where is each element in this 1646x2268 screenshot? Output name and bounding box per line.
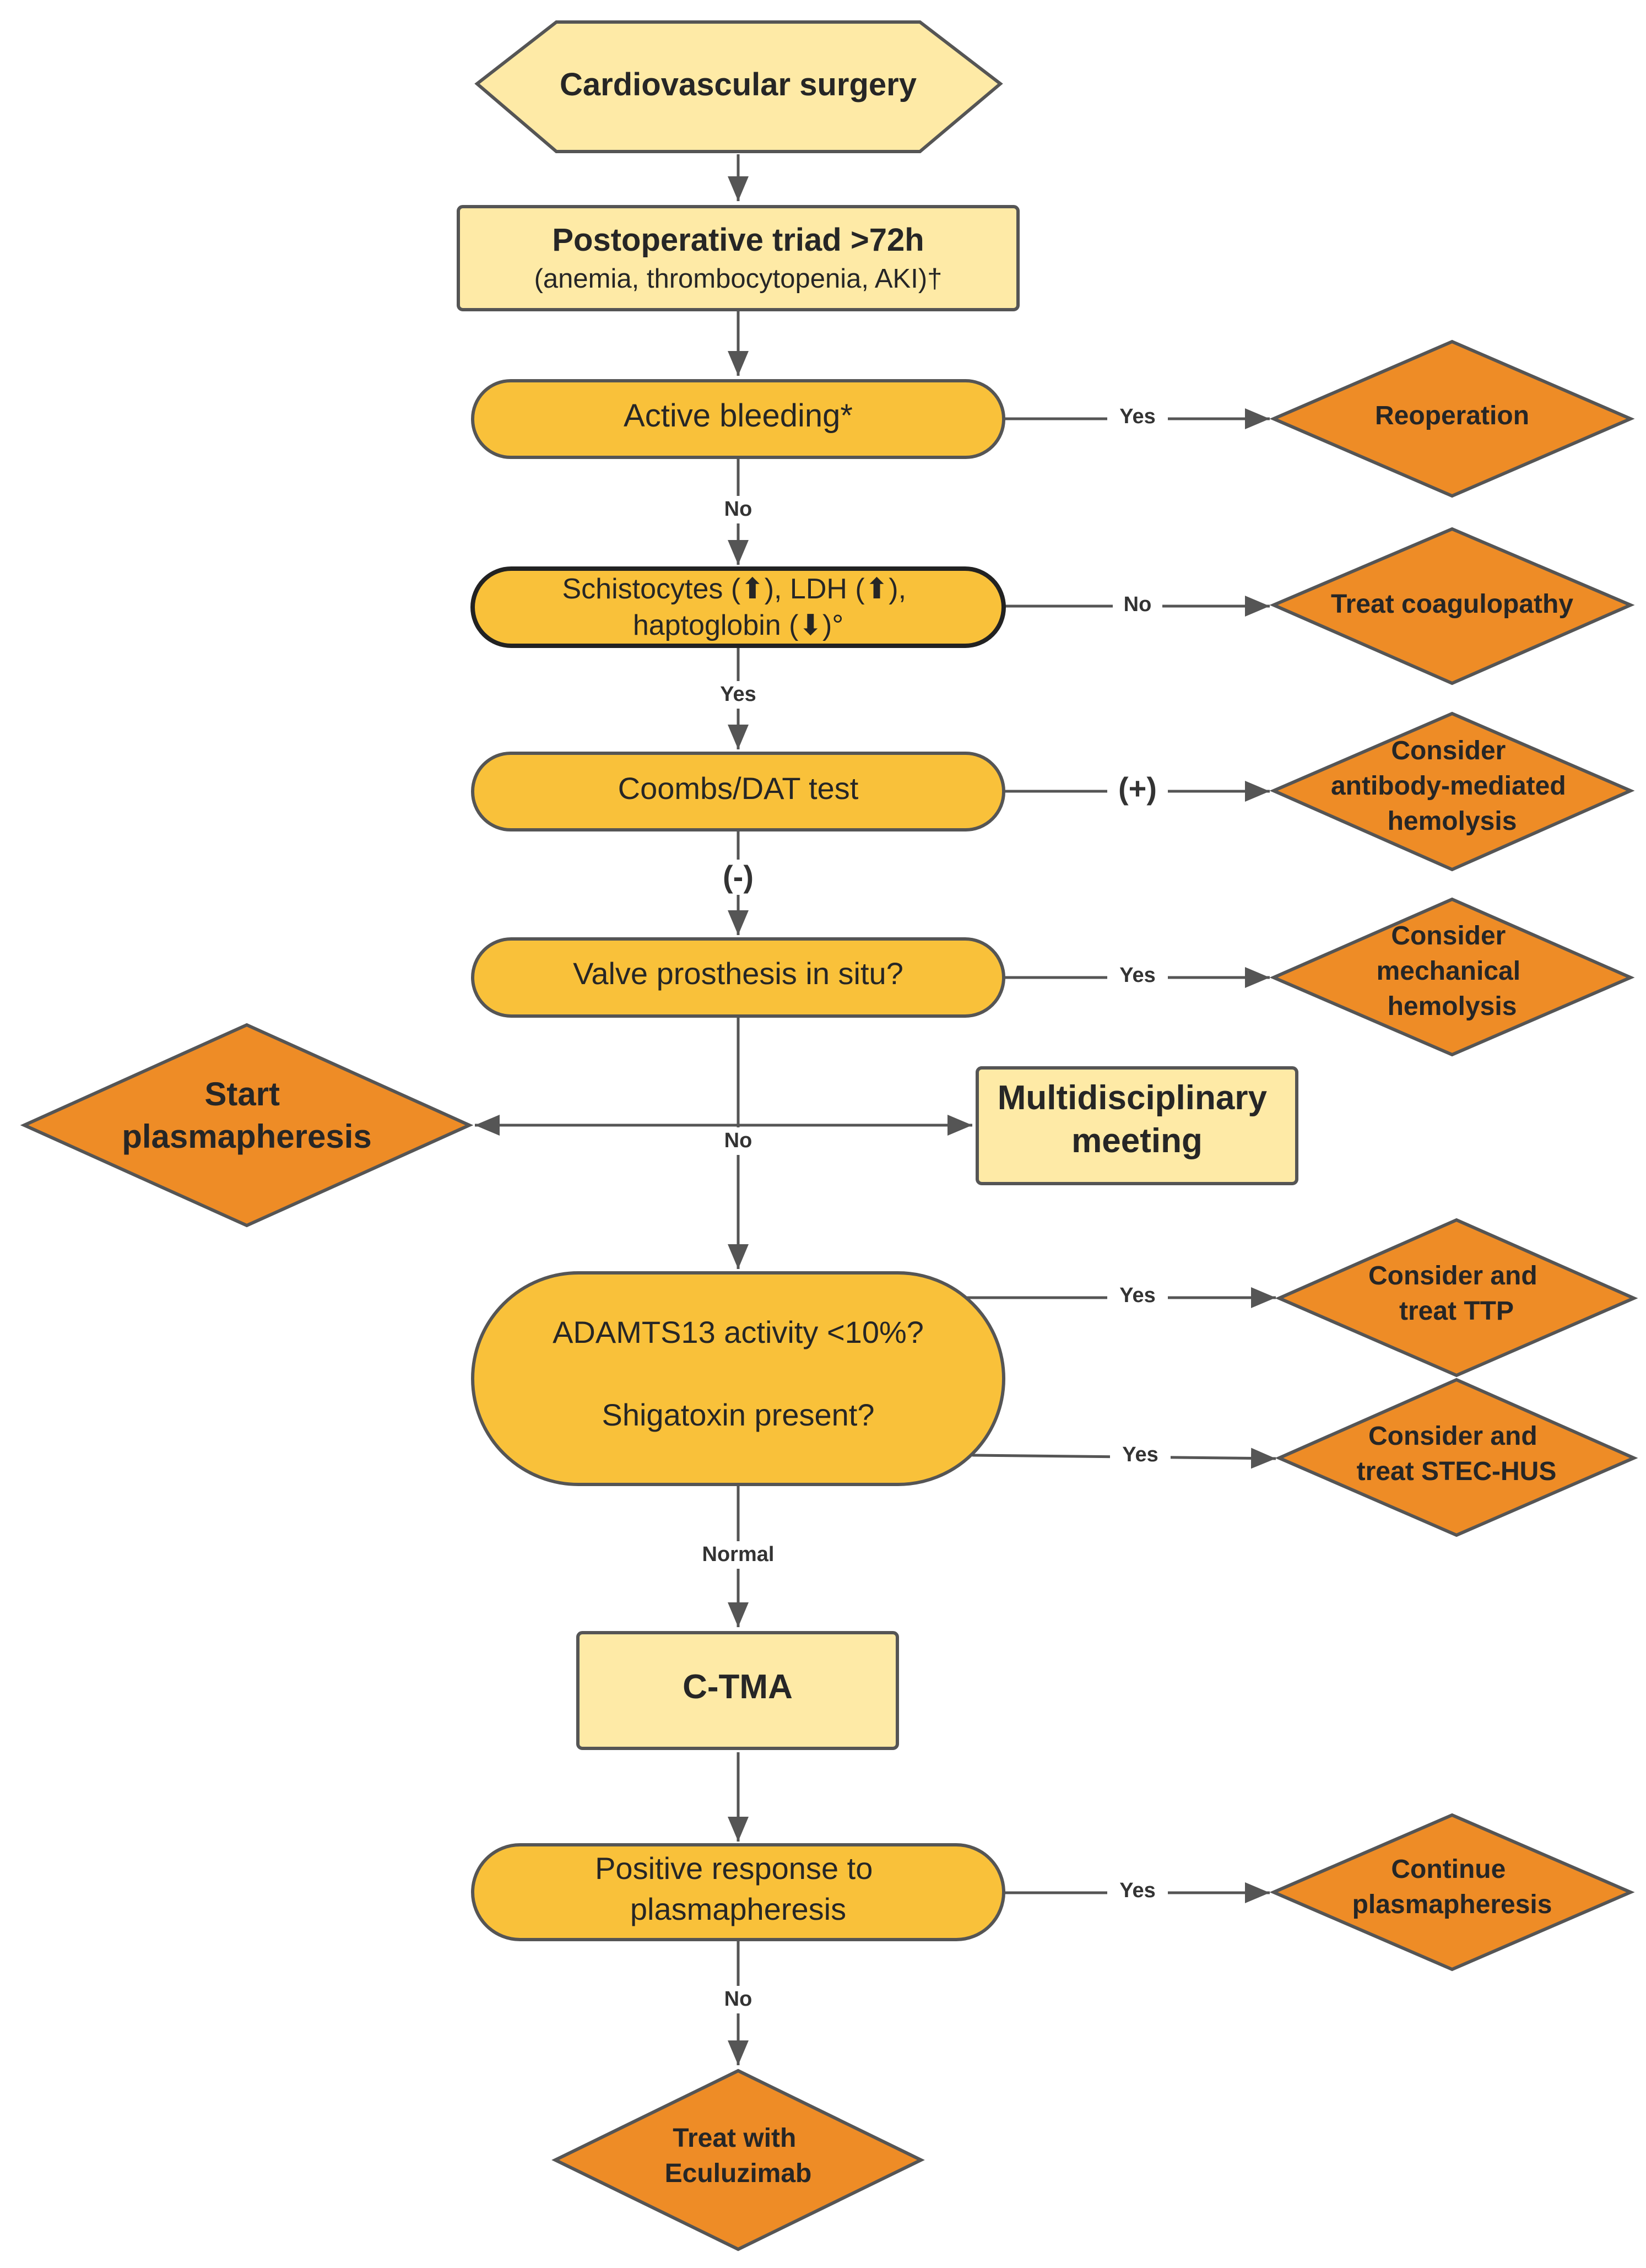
node-c-tma: C-TMA [576,1631,899,1750]
node-antibody-mediated-hemolysis: Consider antibody-mediated hemolysis [1269,711,1635,872]
node-label: Active bleeding* [624,398,853,434]
node-valve-prosthesis: Valve prosthesis in situ? [471,937,1005,1018]
node-multidisciplinary-meeting: Multidisciplinary meeting [976,1066,1298,1185]
node-label: Consider antibody-mediated hemolysis [1331,736,1573,836]
node-continue-plasmapheresis: Continue plasmapheresis [1269,1813,1635,1972]
node-positive-response: Positive response to plasmapheresis [471,1843,1005,1941]
node-line-shigatoxin: Shigatoxin present? [602,1397,874,1432]
diamond-shape [1269,339,1635,498]
node-label: Consider mechanical hemolysis [1377,921,1528,1021]
diamond-shape [1275,1218,1638,1378]
node-label: Continue plasmapheresis [1352,1855,1552,1919]
node-line-adamts13: ADAMTS13 activity <10%? [553,1315,924,1349]
box-shape [976,1066,1298,1185]
pill-shape [471,1271,1005,1486]
box-shape [457,205,1020,311]
node-label: Cardiovascular surgery [560,67,917,102]
node-treat-coagulopathy: Treat coagulopathy [1269,527,1635,685]
hexagon-shape [474,20,1003,153]
pill-shape [471,1843,1005,1941]
node-active-bleeding: Active bleeding* [471,379,1005,459]
pill-shape [470,566,1006,648]
edge-label-shigatoxin-yes: Yes [1122,1443,1158,1466]
node-label: C-TMA [683,1668,793,1706]
pill-shape [471,379,1005,459]
pill-shape [471,937,1005,1018]
edge-label-response-no: No [724,1988,752,2011]
node-label: Consider and treat TTP [1368,1261,1545,1326]
edge-label-normal: Normal [702,1543,775,1566]
diamond-shape [1269,711,1635,872]
box-shape [576,1631,899,1750]
node-treat-eculuzimab: Treat with Eculuzimab [551,2069,925,2251]
node-label: Consider and treat STEC-HUS [1357,1422,1557,1486]
node-subtitle: (anemia, thrombocytopenia, AKI)† [534,264,943,294]
edge-label-schisto-no: No [1124,593,1152,616]
edge-label-schisto-yes: Yes [720,683,756,706]
node-cardiovascular-surgery: Cardiovascular surgery [474,20,1003,153]
node-postoperative-triad: Postoperative triad >72h (anemia, thromb… [457,205,1020,311]
diamond-shape [551,2069,925,2251]
node-start-plasmapheresis: Start plasmapheresis [20,1023,474,1228]
node-label: Reoperation [1375,401,1529,430]
node-mechanical-hemolysis: Consider mechanical hemolysis [1269,897,1635,1057]
node-adamts13-shigatoxin: ADAMTS13 activity <10%? Shigatoxin prese… [471,1271,1005,1486]
node-label: Positive response to plasmapheresis [595,1851,881,1926]
node-label: Start plasmapheresis [122,1076,372,1155]
node-treat-stec-hus: Consider and treat STEC-HUS [1275,1378,1638,1537]
diamond-shape [1269,527,1635,685]
diamond-shape [20,1023,474,1228]
diamond-shape [1275,1378,1638,1537]
node-label: Schistocytes (⬆), LDH (⬆), haptoglobin (… [562,573,914,641]
edge-label-adamts-yes: Yes [1119,1284,1156,1307]
node-label: Treat coagulopathy [1331,590,1573,619]
node-label: Treat with Eculuzimab [665,2124,812,2188]
node-reoperation: Reoperation [1269,339,1635,498]
node-label: Valve prosthesis in situ? [573,956,903,991]
edge-label-valve-yes: Yes [1119,964,1156,987]
node-title: Postoperative triad >72h [552,222,924,258]
pill-shape [471,752,1005,831]
node-label: Multidisciplinary meeting [998,1079,1276,1160]
diamond-shape [1269,897,1635,1057]
edge-label-bleeding-yes: Yes [1119,405,1156,428]
edge-label-bleeding-no: No [724,498,752,521]
edge-label-valve-no: No [724,1129,752,1152]
edge-label-response-yes: Yes [1119,1879,1156,1902]
node-treat-ttp: Consider and treat TTP [1275,1218,1638,1378]
edge-label-coombs-positive: (+) [1118,771,1157,806]
node-schistocytes: Schistocytes (⬆), LDH (⬆), haptoglobin (… [470,566,1006,648]
edge-labels: Yes No No Yes (+) (-) Yes No Yes Yes Nor… [689,403,1171,2013]
edge-label-coombs-negative: (-) [723,859,754,894]
node-coombs-dat-test: Coombs/DAT test [471,752,1005,831]
diamond-shape [1269,1813,1635,1972]
node-label: Coombs/DAT test [618,771,859,806]
